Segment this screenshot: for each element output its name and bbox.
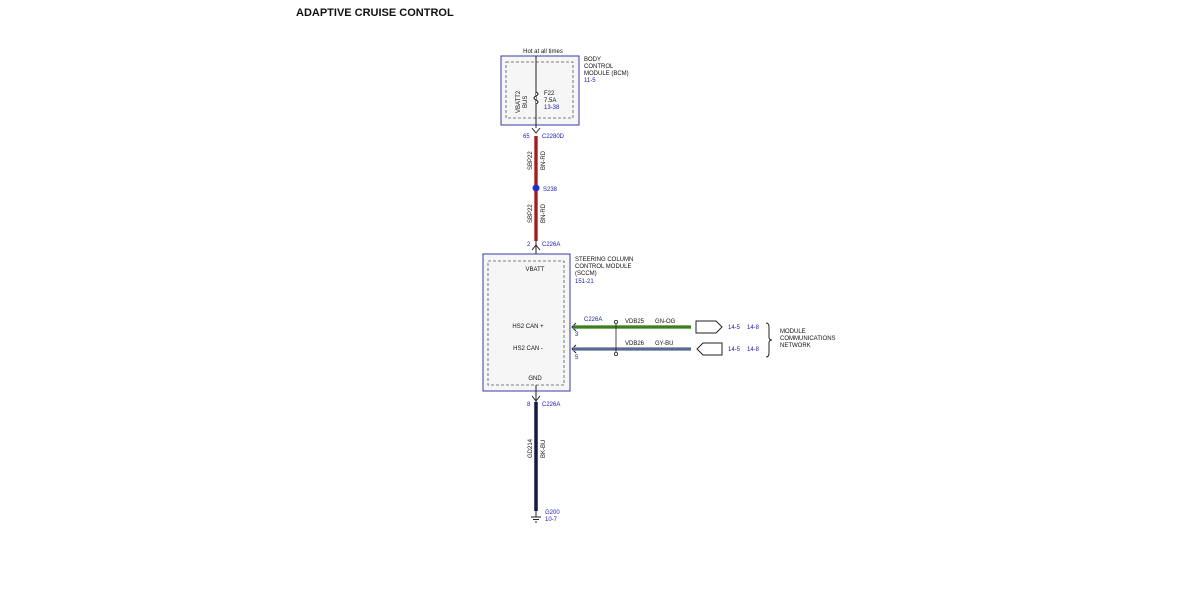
wire-lower-circuit: SBP22: [528, 204, 534, 223]
fuse-rating: 7.5A: [544, 98, 556, 104]
wire-upper-color: BN-RD: [541, 150, 547, 170]
brace-icon: [765, 322, 773, 358]
bcm-name-line2: CONTROL: [584, 64, 614, 70]
sccm-can-minus-label: HS2 CAN -: [513, 346, 543, 352]
bcm-connector-link[interactable]: C2280D: [542, 134, 565, 140]
sccm-can-plus-pin: 3: [575, 332, 579, 338]
sccm-gnd-label: GND: [528, 376, 542, 382]
bcm-pin: 65: [523, 134, 530, 140]
bcm-ref-link[interactable]: 11-5: [584, 78, 596, 84]
network-line3: NETWORK: [780, 343, 811, 349]
ground-id-link[interactable]: G200: [545, 510, 560, 516]
fuse-id: F22: [544, 91, 555, 97]
can-plus-circuit: VDB25: [625, 319, 645, 325]
sccm-name-line1: STEERING COLUMN: [575, 257, 633, 263]
can-plus-color: GN-OG: [655, 319, 676, 325]
can-minus-circuit: VDB26: [625, 341, 645, 347]
sccm-can-minus-pin: 5: [575, 355, 579, 361]
bcm-name-line1: BODY: [584, 57, 601, 63]
network-line2: COMMUNICATIONS: [780, 336, 836, 342]
fuse-icon: [533, 91, 539, 105]
bcm-name-line3: MODULE (BCM): [584, 71, 629, 77]
twisted-pair-dot: [614, 319, 619, 324]
network-line1: MODULE: [780, 329, 806, 335]
hot-at-all-times-label: Hot at all times: [523, 49, 563, 55]
ground-symbol-icon: [531, 516, 541, 523]
sccm-name-line2: CONTROL MODULE: [575, 264, 631, 270]
ground-ref-link[interactable]: 10-7: [545, 517, 558, 523]
connector-arrow-icon: [531, 127, 541, 134]
can-plus-ref1-link[interactable]: 14-5: [728, 325, 741, 331]
sccm-vbatt-connector-link[interactable]: C226A: [542, 242, 560, 248]
can-minus-ref1-link[interactable]: 14-5: [728, 347, 741, 353]
offpage-arrow-left-icon[interactable]: [696, 342, 723, 356]
sccm-inner-box: [487, 260, 565, 386]
sccm-can-plus-label: HS2 CAN +: [512, 324, 544, 330]
connector-arrow-icon: [571, 322, 577, 332]
connector-arrow-icon: [531, 395, 541, 402]
sccm-gnd-pin: 8: [527, 402, 531, 408]
sccm-box: [482, 253, 571, 392]
sccm-ref-link[interactable]: 151-21: [575, 279, 594, 285]
fuse-ref-link[interactable]: 13-38: [544, 105, 560, 111]
sccm-gnd-connector-link[interactable]: C226A: [542, 402, 560, 408]
can-plus-ref2-link[interactable]: 14-8: [747, 325, 760, 331]
diagram-title: ADAPTIVE CRUISE CONTROL: [296, 7, 454, 19]
can-minus-color: GY-BU: [655, 341, 673, 347]
splice-id-link[interactable]: S238: [543, 187, 558, 193]
connector-arrow-icon: [571, 344, 577, 354]
ground-wire-color: BK-BU: [541, 440, 547, 458]
offpage-arrow-right-icon[interactable]: [695, 320, 723, 334]
sccm-vbatt-pin: 2: [527, 242, 531, 248]
sccm-vbatt-label: VBATT: [526, 267, 545, 273]
bcm-box: [500, 55, 580, 126]
vbatt2-label: VBATT2: [516, 90, 522, 113]
splice-dot: [532, 184, 540, 192]
can-minus-ref2-link[interactable]: 14-8: [747, 347, 760, 353]
twisted-pair-dot: [614, 351, 619, 356]
bus-label: BUS: [523, 96, 529, 108]
wire-lower-color: BN-RD: [541, 203, 547, 223]
ground-wire-circuit: GD214: [528, 438, 534, 458]
sccm-name-line3: (SCCM): [575, 271, 597, 277]
wire-upper-circuit: SBP22: [528, 151, 534, 170]
bcm-inner-box: [505, 61, 574, 119]
sccm-can-connector-link[interactable]: C226A: [584, 317, 602, 323]
